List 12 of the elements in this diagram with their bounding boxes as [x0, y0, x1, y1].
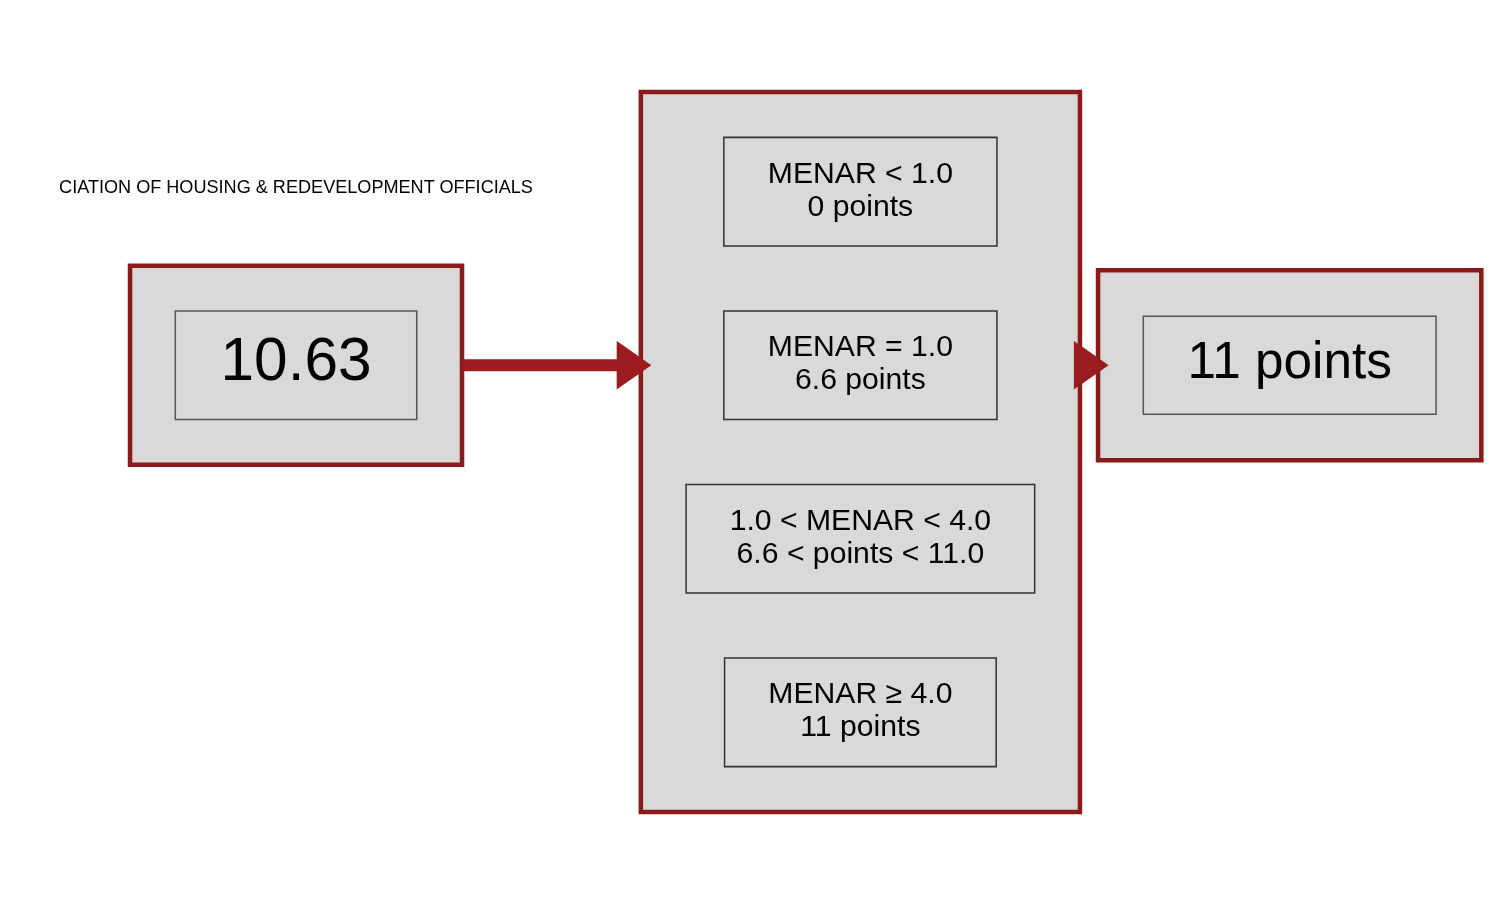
label: CIATION OF HOUSING & REDEVELOPMENT OFFICIALS [59, 177, 533, 198]
node-box: MENAR ≥ 4.0 11 points [723, 657, 997, 768]
arrow [462, 340, 652, 390]
node-box: 1.0 < MENAR < 4.0 6.6 < points < 11.0 [685, 483, 1036, 594]
arrow [1073, 340, 1109, 390]
cluster [127, 263, 465, 468]
node-box: 11 points [1142, 315, 1437, 416]
node-box: MENAR < 1.0 0 points [723, 136, 998, 247]
cluster [638, 89, 1083, 815]
node-box: 10.63 [174, 310, 418, 421]
cluster [1095, 267, 1484, 463]
node-box: MENAR = 1.0 6.6 points [723, 310, 998, 421]
